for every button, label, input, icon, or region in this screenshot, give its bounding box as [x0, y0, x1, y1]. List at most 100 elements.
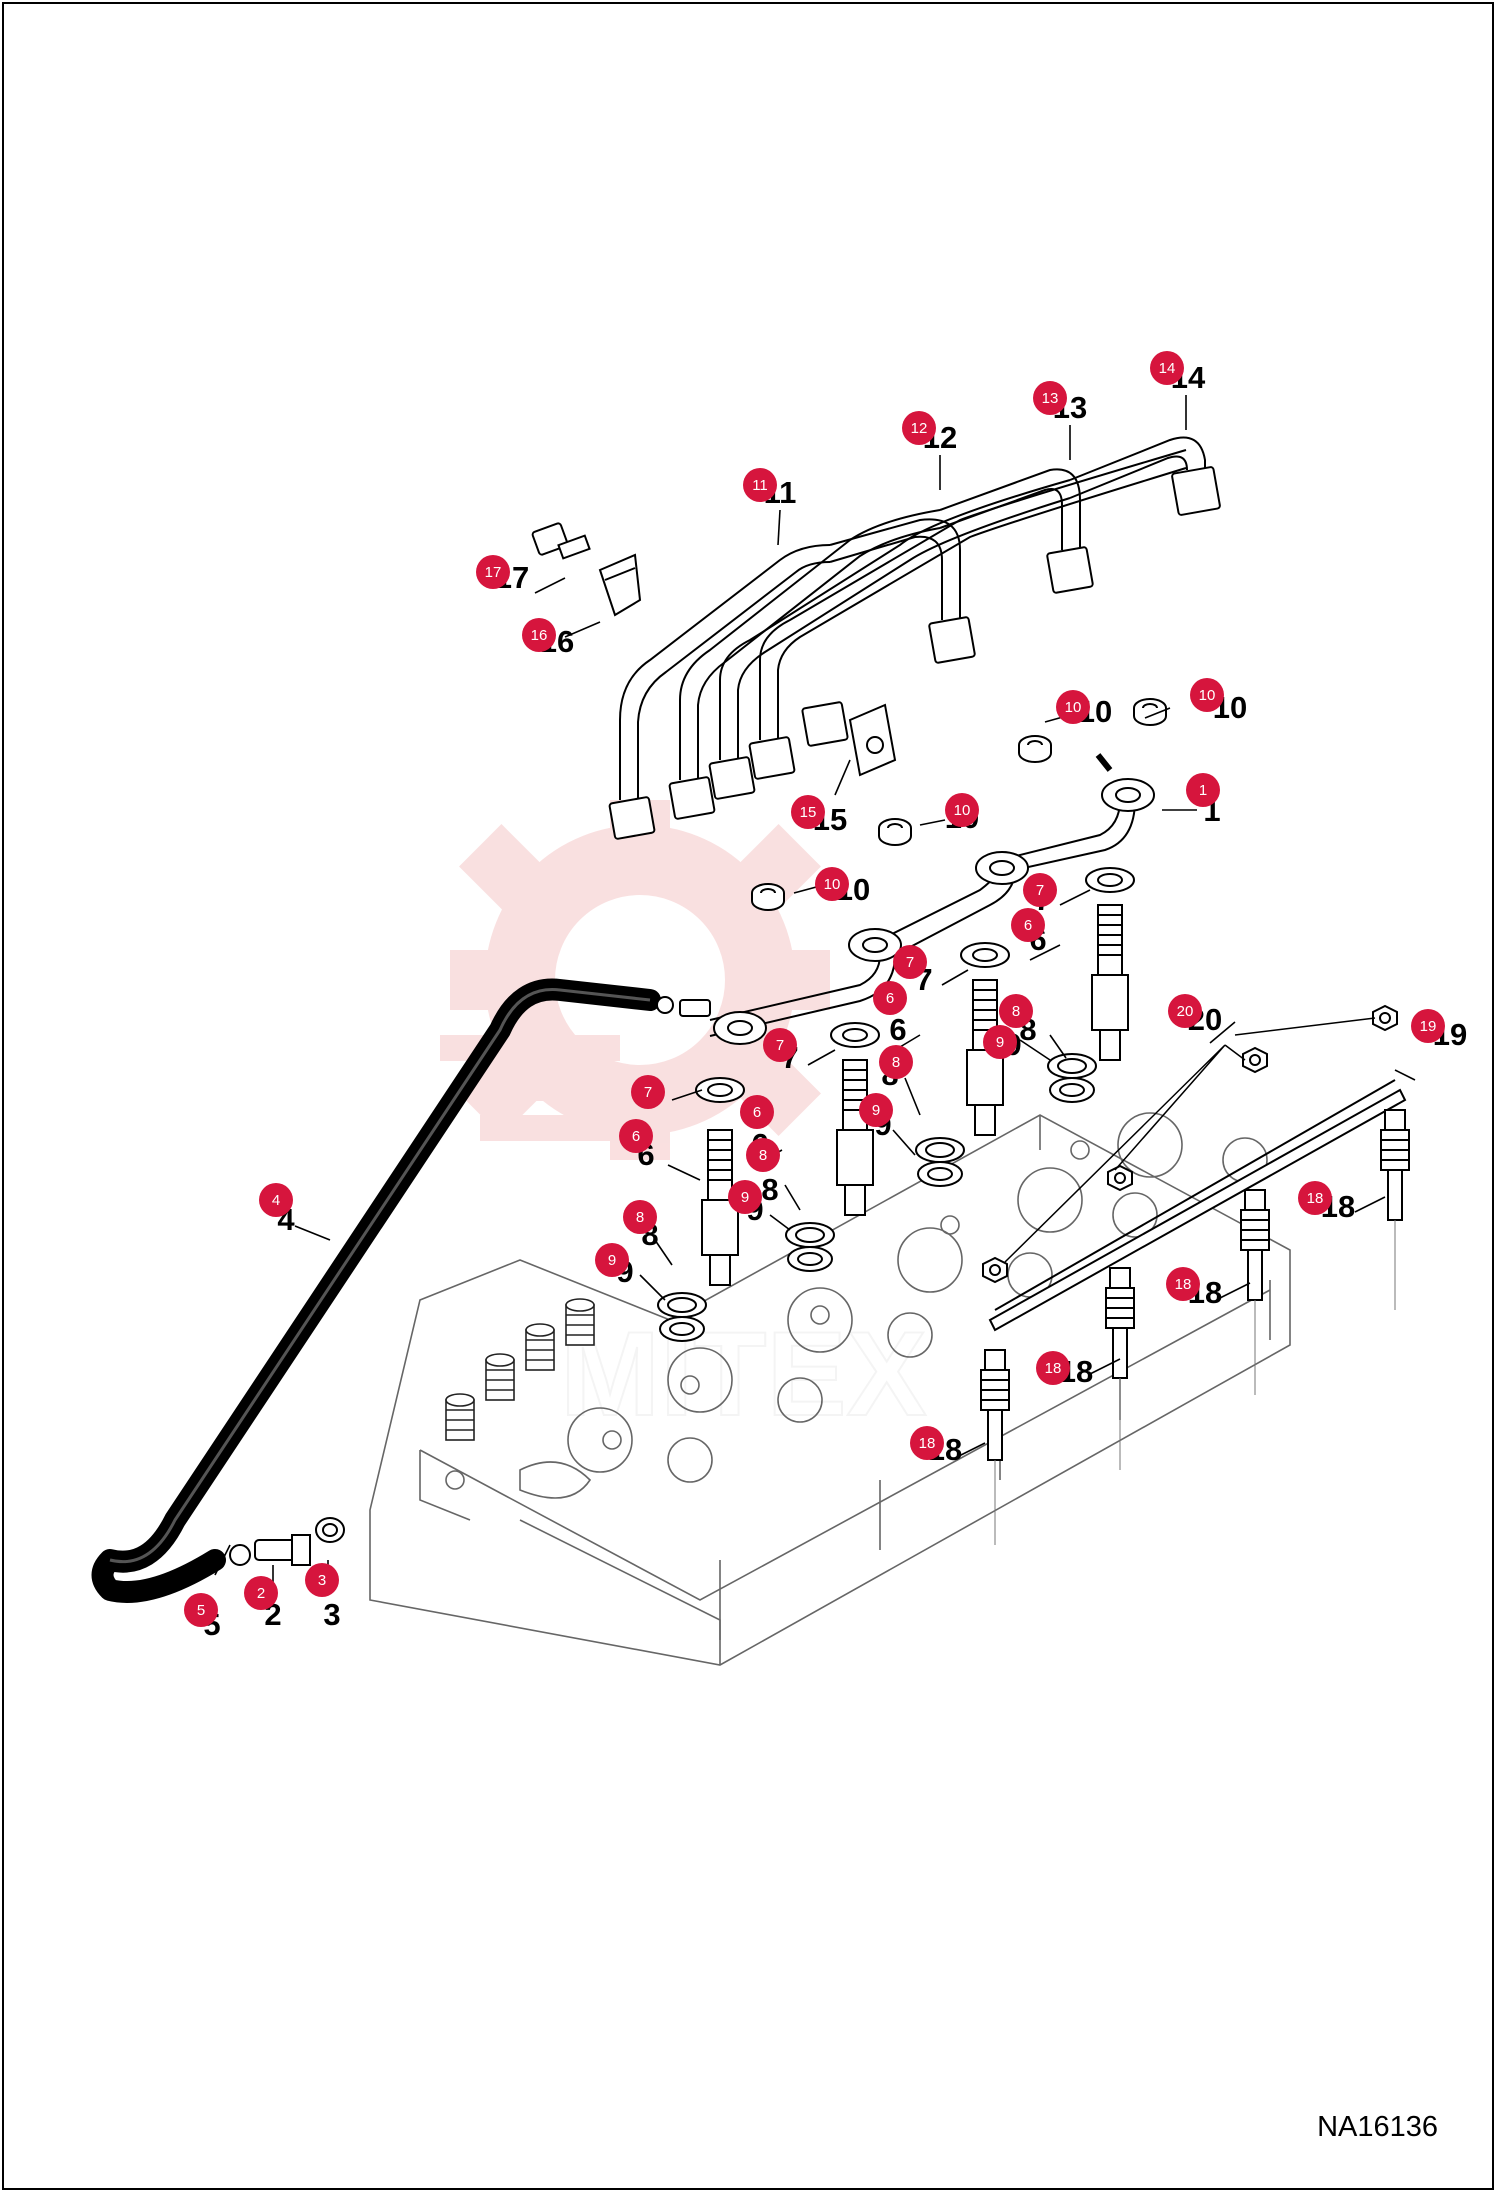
callout-marker[interactable]: 1	[1186, 773, 1220, 807]
leader-line	[1209, 1021, 1236, 1044]
callout-marker[interactable]: 10	[1190, 678, 1224, 712]
marker-circle[interactable]	[983, 1025, 1017, 1059]
marker-circle[interactable]	[763, 1028, 797, 1062]
callout-marker[interactable]: 7	[763, 1028, 797, 1062]
callout-marker[interactable]: 5	[184, 1593, 218, 1627]
marker-circle[interactable]	[476, 555, 510, 589]
marker-circle[interactable]	[184, 1593, 218, 1627]
marker-circle[interactable]	[746, 1138, 780, 1172]
callout-marker[interactable]: 6	[1011, 908, 1045, 942]
callout-9: 99	[983, 1025, 1051, 1062]
marker-circle[interactable]	[1411, 1009, 1445, 1043]
head-studs	[445, 1298, 595, 1441]
marker-circle[interactable]	[1036, 1351, 1070, 1385]
callout-number: 8	[761, 1172, 778, 1207]
leader-line	[1394, 1069, 1416, 1081]
marker-circle[interactable]	[1168, 994, 1202, 1028]
marker-circle[interactable]	[1298, 1181, 1332, 1215]
callout-marker[interactable]: 13	[1033, 381, 1067, 415]
callout-marker[interactable]: 18	[1298, 1181, 1332, 1215]
callout-marker[interactable]: 10	[945, 793, 979, 827]
callout-marker[interactable]: 8	[879, 1045, 913, 1079]
marker-label: 14	[1159, 360, 1176, 377]
callout-marker[interactable]: 10	[1056, 690, 1090, 724]
marker-circle[interactable]	[619, 1119, 653, 1153]
marker-circle[interactable]	[879, 1045, 913, 1079]
callout-marker[interactable]: 18	[1036, 1351, 1070, 1385]
callout-8: 88	[623, 1200, 673, 1266]
callout-marker[interactable]: 8	[623, 1200, 657, 1234]
callout-marker[interactable]: 15	[791, 795, 825, 829]
callout-marker[interactable]: 7	[1023, 873, 1057, 907]
marker-circle[interactable]	[873, 981, 907, 1015]
callout-marker[interactable]: 2	[244, 1576, 278, 1610]
callout-marker[interactable]: 4	[259, 1183, 293, 1217]
marker-circle[interactable]	[522, 618, 556, 652]
marker-circle[interactable]	[728, 1180, 762, 1214]
marker-circle[interactable]	[595, 1243, 629, 1277]
marker-circle[interactable]	[1190, 678, 1224, 712]
callout-marker[interactable]: 3	[305, 1563, 339, 1597]
marker-circle[interactable]	[259, 1183, 293, 1217]
marker-circle[interactable]	[791, 795, 825, 829]
marker-label: 15	[800, 804, 817, 821]
callout-marker[interactable]: 18	[910, 1426, 944, 1460]
callout-marker[interactable]: 16	[522, 618, 556, 652]
callout-marker[interactable]: 10	[815, 867, 849, 901]
marker-circle[interactable]	[623, 1200, 657, 1234]
marker-circle[interactable]	[631, 1075, 665, 1109]
marker-circle[interactable]	[244, 1576, 278, 1610]
callout-marker[interactable]: 8	[746, 1138, 780, 1172]
callout-marker[interactable]: 12	[902, 411, 936, 445]
callout-marker[interactable]: 9	[859, 1093, 893, 1127]
leader-line	[807, 1049, 836, 1066]
callout-marker[interactable]: 20	[1168, 994, 1202, 1028]
callout-marker[interactable]: 19	[1411, 1009, 1445, 1043]
leader-line	[919, 819, 946, 826]
marker-circle[interactable]	[999, 994, 1033, 1028]
callout-marker[interactable]: 6	[619, 1119, 653, 1153]
marker-circle[interactable]	[743, 468, 777, 502]
marker-circle[interactable]	[893, 945, 927, 979]
marker-circle[interactable]	[1186, 773, 1220, 807]
callout-marker[interactable]: 9	[728, 1180, 762, 1214]
callout-marker[interactable]: 8	[999, 994, 1033, 1028]
leader-line	[639, 1274, 666, 1301]
callout-marker[interactable]: 9	[595, 1243, 629, 1277]
callout-marker[interactable]: 7	[893, 945, 927, 979]
marker-label: 16	[531, 627, 548, 644]
leader-line	[941, 969, 969, 986]
marker-label: 13	[1042, 390, 1059, 407]
marker-circle[interactable]	[1023, 873, 1057, 907]
marker-label: 6	[1024, 917, 1032, 934]
marker-circle[interactable]	[1150, 351, 1184, 385]
marker-label: 7	[1036, 882, 1044, 899]
callout-marker[interactable]: 6	[873, 981, 907, 1015]
marker-circle[interactable]	[1033, 381, 1067, 415]
marker-circle[interactable]	[815, 867, 849, 901]
callout-marker[interactable]: 11	[743, 468, 777, 502]
marker-circle[interactable]	[859, 1093, 893, 1127]
injectors	[657, 867, 1135, 1342]
marker-circle[interactable]	[1056, 690, 1090, 724]
marker-circle[interactable]	[1011, 908, 1045, 942]
callout-marker[interactable]: 18	[1166, 1267, 1200, 1301]
callout-marker[interactable]: 7	[631, 1075, 665, 1109]
callout-marker[interactable]: 9	[983, 1025, 1017, 1059]
callout-8: 88	[746, 1138, 801, 1211]
callout-marker[interactable]: 14	[1150, 351, 1184, 385]
marker-circle[interactable]	[945, 793, 979, 827]
marker-circle[interactable]	[740, 1095, 774, 1129]
marker-circle[interactable]	[305, 1563, 339, 1597]
callout-marker[interactable]: 17	[476, 555, 510, 589]
marker-circle[interactable]	[902, 411, 936, 445]
marker-circle[interactable]	[1166, 1267, 1200, 1301]
callout-marker[interactable]: 6	[740, 1095, 774, 1129]
callout-7: 77	[1023, 873, 1091, 917]
marker-circle[interactable]	[910, 1426, 944, 1460]
